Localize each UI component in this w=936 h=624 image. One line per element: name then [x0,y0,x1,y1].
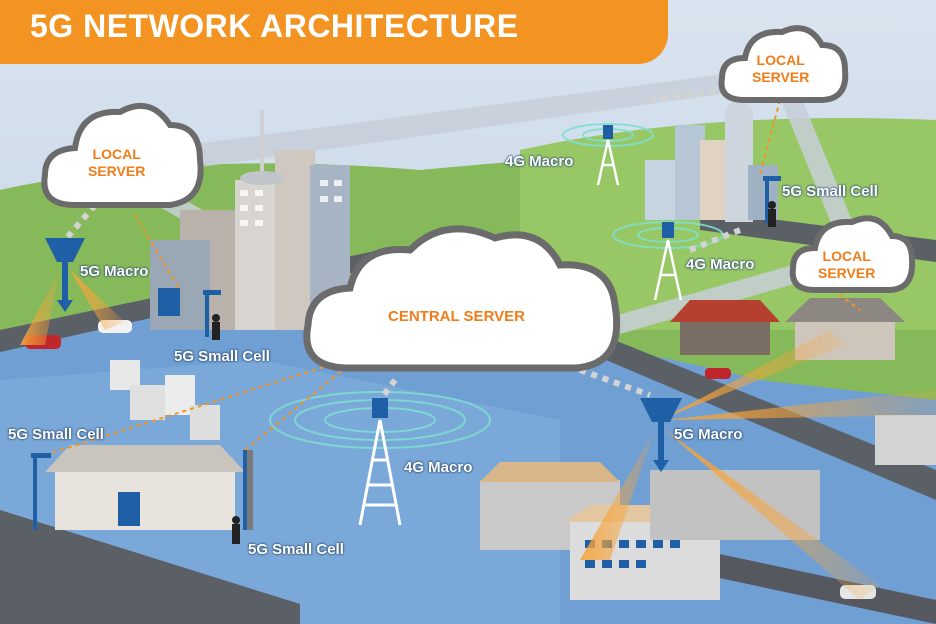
backhaul-link-central-right [600,260,815,338]
cloud-local-server-top-right [718,25,849,103]
label-5g-macro-left: 5G Macro [80,263,149,280]
cloud-local-server-right [789,215,916,293]
title-banner: 5G NETWORK ARCHITECTURE [0,0,668,64]
beam-5g-macro-left-2 [70,270,125,330]
cloud-central-server [303,225,621,372]
beam-5g-macro-right-3 [580,430,655,560]
label-5g-small-cell-mid-left: 5G Small Cell [174,348,270,365]
label-4g-macro-top: 4G Macro [505,153,574,170]
local-server-left-line2: SERVER [88,163,146,179]
shops-left [45,360,253,530]
beam-5g-macro-left-1 [20,270,60,345]
tower-4g-top [596,125,620,186]
beam-5g-macro-right-1 [665,390,936,420]
local-server-left-line1: LOCAL [92,146,141,162]
people [212,201,776,544]
label-4g-macro-right: 4G Macro [686,256,755,273]
local-server-top-right-line1: LOCAL [756,52,805,68]
tower-5g-macro-right [640,398,682,472]
beam-5g-macro-right-4 [665,430,880,600]
local-server-right-line1: LOCAL [822,248,871,264]
label-5g-macro-right: 5G Macro [674,426,743,443]
page-title: 5G NETWORK ARCHITECTURE [30,8,519,44]
backhaul-link-right [772,70,860,245]
cloud-local-server-left [41,102,204,208]
label-4g-macro-center: 4G Macro [404,459,473,476]
label-5g-small-cell-left: 5G Small Cell [8,426,104,443]
local-server-right-label: LOCAL SERVER [818,248,875,282]
beam-5g-macro-right-2 [660,330,845,420]
local-server-top-right-label: LOCAL SERVER [752,52,809,86]
small-cells [31,176,781,530]
local-server-right-line2: SERVER [818,265,876,281]
central-server-label: CENTRAL SERVER [388,308,525,325]
tower-4g-right [653,222,683,301]
tower-4g-center [358,398,402,526]
local-server-top-right-line2: SERVER [752,69,810,85]
local-server-left-label: LOCAL SERVER [88,146,145,180]
tower-5g-macro-left [45,238,85,312]
road-right [540,318,936,500]
backhaul-link-top [150,72,750,172]
road-bottom-left [0,510,300,624]
label-5g-small-cell-bottom: 5G Small Cell [248,541,344,558]
label-5g-small-cell-top-right: 5G Small Cell [782,183,878,200]
city-buildings-right [645,95,778,222]
dotted-links-grey [62,87,742,402]
